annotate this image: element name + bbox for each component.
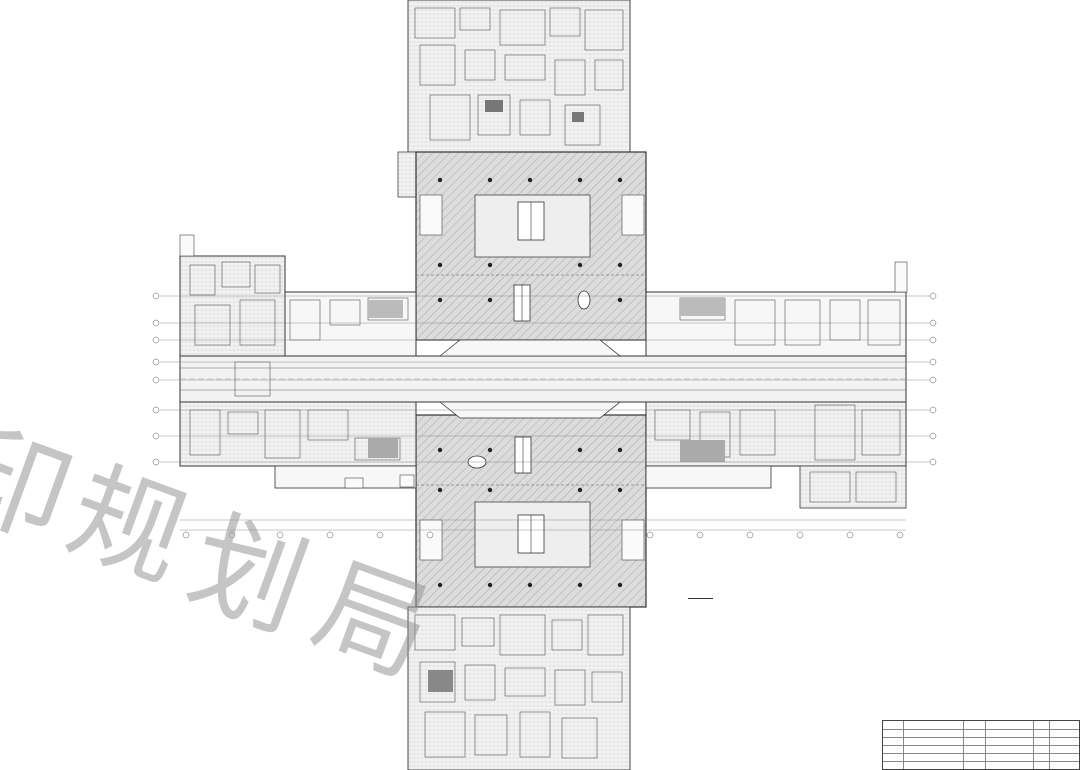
title-block-row [883,745,1079,746]
west-wing [179,255,417,489]
north-equipment-block [397,0,631,198]
south-concourse-hall [415,414,647,608]
title-block-divider [1033,721,1034,769]
title-block-divider [1049,721,1050,769]
plan-caption [688,593,714,599]
stair-icon [179,234,908,489]
escalator-icon [513,201,545,322]
column-dot-icon [437,177,623,588]
south-equipment-block [407,606,631,770]
title-block-row [883,761,1079,762]
title-block-row [883,753,1079,754]
title-block-row [883,737,1079,738]
axis-bubbles [152,292,937,539]
title-block-divider [903,721,904,769]
title-block-divider [985,721,986,769]
platform-track-band [179,339,907,419]
axis-grid [160,295,930,531]
north-concourse-hall [415,151,647,341]
title-block [882,720,1080,770]
title-block-divider [963,721,964,769]
east-wing [645,291,907,509]
title-block-row [883,729,1079,730]
escalator-icon [514,436,545,554]
